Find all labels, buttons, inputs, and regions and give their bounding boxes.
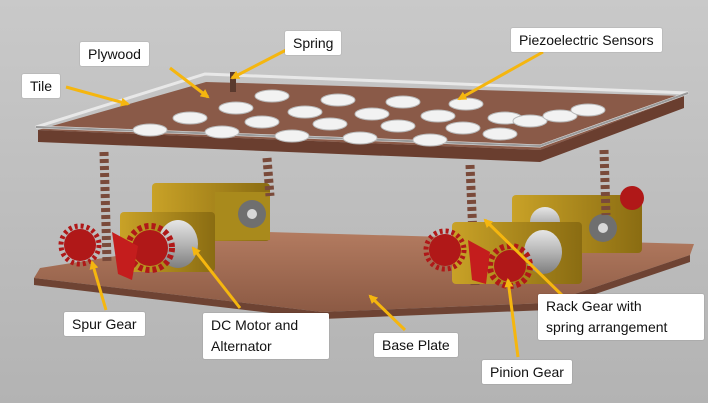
label-spur-gear: Spur Gear <box>64 312 145 336</box>
plywood-layer <box>38 82 684 162</box>
label-base-plate: Base Plate <box>374 333 458 357</box>
label-rack-gear-line1: Rack Gear with <box>546 298 642 314</box>
label-rack-gear: Rack Gear with spring arrangement <box>538 294 704 340</box>
label-dc-motor-line1: DC Motor and <box>211 317 299 333</box>
label-pinion-gear: Pinion Gear <box>482 360 572 384</box>
top-spring-post <box>230 72 236 92</box>
label-tile: Tile <box>22 74 61 98</box>
piezo-sensors <box>132 89 606 147</box>
callout-arrows <box>65 46 569 358</box>
label-rack-gear-line2: spring arrangement <box>546 319 668 335</box>
front-left-mechanism <box>58 212 215 280</box>
label-spring: Spring <box>285 31 342 55</box>
label-plywood: Plywood <box>80 42 149 66</box>
label-piezoelectric-sensors: Piezoelectric Sensors <box>511 28 662 52</box>
label-dc-motor-alternator: DC Motor and Alternator <box>203 313 329 359</box>
label-dc-motor-line2: Alternator <box>211 338 272 354</box>
